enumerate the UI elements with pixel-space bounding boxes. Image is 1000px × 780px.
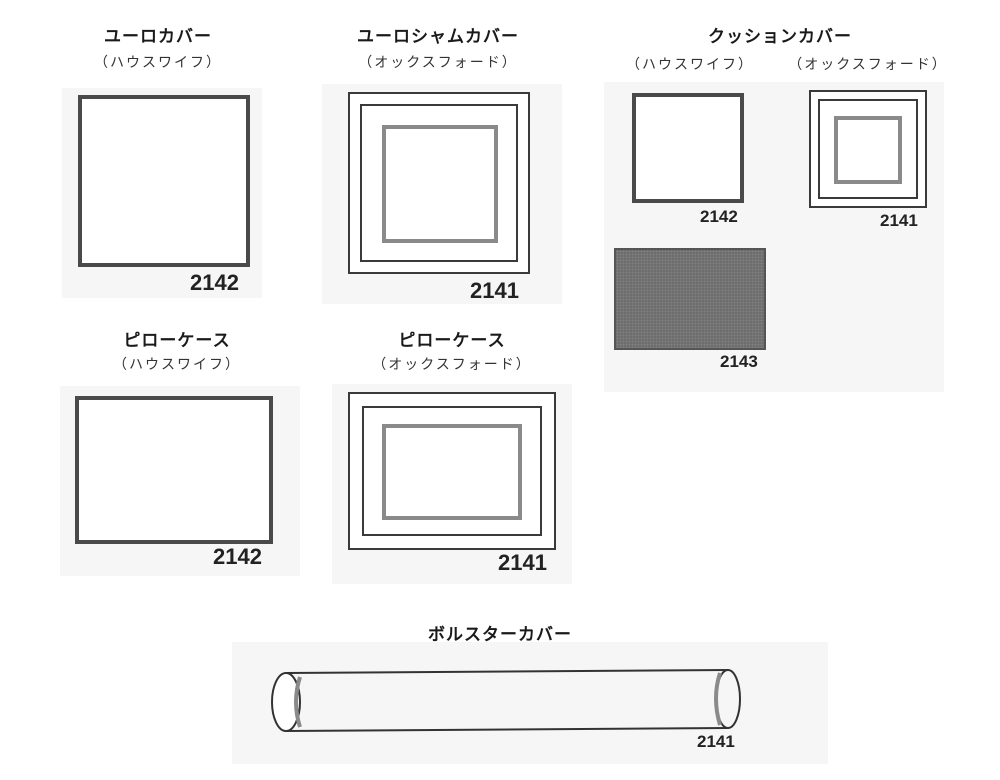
bolster-cover-title: ボルスターカバー (428, 625, 572, 645)
cushion-cover-housewife-subtitle: （ハウスワイフ） (626, 57, 754, 73)
euro-cover-illustration (78, 95, 250, 267)
pillowcase-oxford-illustration (348, 392, 556, 550)
euro-sham-cover-code: 2141 (470, 278, 519, 303)
pillowcase-housewife-code: 2142 (213, 544, 262, 569)
cushion-cover-oxford-inner-panel (834, 116, 902, 184)
pillowcase-housewife-subtitle: （ハウスワイフ） (113, 357, 241, 373)
cushion-cover-oxford-subtitle: （オックスフォード） (788, 57, 948, 73)
pillowcase-oxford-subtitle: （オックスフォード） (372, 357, 532, 373)
euro-sham-cover-inner-panel (382, 125, 498, 243)
euro-cover-code: 2142 (190, 270, 239, 295)
cushion-cover-fabric-swatch (614, 248, 766, 350)
euro-sham-cover-title: ユーロシャムカバー (357, 27, 519, 47)
euro-cover-subtitle: （ハウスワイフ） (94, 55, 222, 71)
cushion-cover-oxford-illustration (809, 90, 927, 208)
pillowcase-housewife-illustration (75, 396, 273, 544)
bolster-cover-code: 2141 (697, 732, 735, 751)
pillowcase-oxford-code: 2141 (498, 550, 547, 575)
cushion-cover-housewife-code: 2142 (700, 207, 738, 226)
bolster-cover-panel (232, 642, 828, 764)
cushion-cover-oxford-code: 2141 (880, 211, 918, 230)
cushion-cover-swatch-code: 2143 (720, 352, 758, 371)
cushion-cover-housewife-illustration (632, 93, 744, 203)
cushion-cover-title: クッションカバー (708, 27, 852, 47)
euro-cover-title: ユーロカバー (104, 27, 212, 47)
pillowcase-oxford-inner-panel (382, 424, 522, 520)
pillowcase-housewife-title: ピローケース (123, 331, 231, 351)
pillowcase-oxford-title: ピローケース (398, 331, 506, 351)
euro-sham-cover-subtitle: （オックスフォード） (358, 55, 518, 71)
euro-sham-cover-illustration (348, 92, 530, 274)
